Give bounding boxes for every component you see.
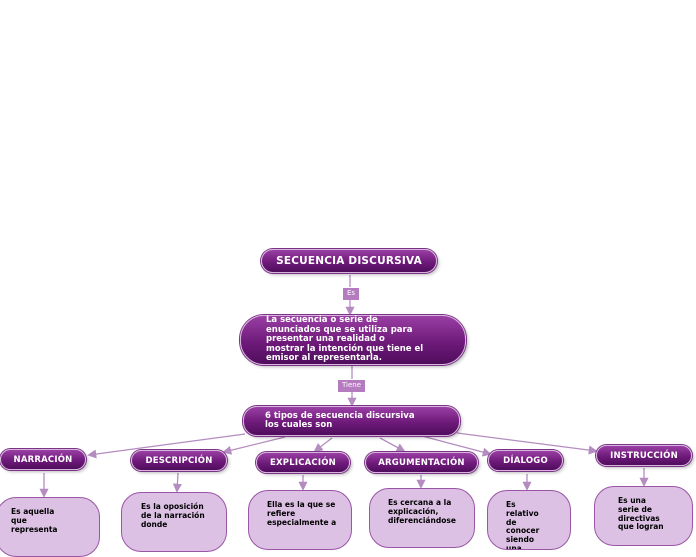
desc-node-narracion[interactable]: Es aquella que representa — [0, 497, 100, 557]
type-node-explicacion[interactable]: EXPLICACIÓN — [256, 452, 350, 473]
types-node[interactable]: 6 tipos de secuencia discursiva los cual… — [243, 406, 460, 436]
root-topic-label: SECUENCIA DISCURSIVA — [276, 255, 422, 267]
type-node-argumentacion[interactable]: ARGUMENTACIÓN — [365, 452, 478, 473]
desc-node-argumentacion[interactable]: Es cercana a la explicación, diferencián… — [369, 488, 475, 548]
type-node-dialogo[interactable]: DÍALOGO — [488, 450, 563, 471]
types-to-narracion-line — [87, 433, 246, 459]
connector-lines — [39, 275, 649, 498]
types-to-argumentacion-line — [379, 437, 406, 452]
type-node-descripcion[interactable]: DESCRIPCIÓN — [131, 450, 227, 471]
desc-node-descripcion[interactable]: Es la oposición de la narración donde — [121, 492, 227, 552]
types-to-instruccion-line — [456, 432, 598, 455]
link-label-tiene[interactable]: Tiene — [338, 380, 366, 392]
type-node-instruccion[interactable]: INSTRUCCIÓN — [596, 445, 692, 466]
type-node-narracion[interactable]: NARRACIÓN — [0, 449, 86, 470]
definition-text: La secuencia o serie de enunciados que s… — [266, 315, 424, 364]
desc-node-instruccion[interactable]: Es una serie de directivas que logran — [594, 486, 693, 546]
types-to-explicacion-line — [313, 437, 333, 453]
root-topic-node[interactable]: SECUENCIA DISCURSIVA — [261, 249, 437, 273]
desc-node-dialogo[interactable]: Es relativo de conocer siendo una — [487, 490, 571, 550]
descripcion-to-desc-line — [172, 472, 182, 493]
definition-node[interactable]: La secuencia o serie de enunciados que s… — [240, 315, 466, 365]
desc-node-explicacion[interactable]: Ella es la que se refiere especialmente … — [248, 490, 352, 550]
types-to-dialogo-line — [421, 435, 492, 457]
types-text: 6 tipos de secuencia discursiva los cual… — [265, 410, 415, 430]
link-label-es[interactable]: Es — [343, 288, 360, 300]
types-to-descripcion-line — [222, 436, 286, 455]
